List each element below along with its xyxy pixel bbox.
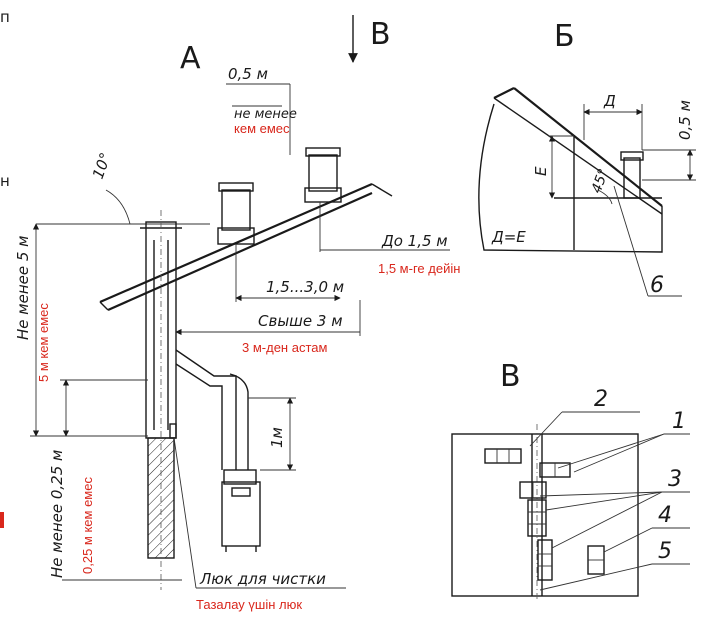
- label-range-15-30: 1,5...3,0 м: [266, 278, 344, 296]
- dim-up-to-15: [319, 202, 450, 252]
- callout-5: 5: [658, 539, 672, 564]
- label-half-meter: 0,5 м: [228, 65, 268, 83]
- angle-arc-45: [597, 189, 613, 205]
- callout-3: 3: [668, 467, 682, 492]
- chimney-b: [620, 151, 644, 199]
- left-edge-text-1: п: [0, 8, 10, 26]
- roof-chimney-left: [217, 182, 255, 245]
- callout-2: 2: [594, 387, 608, 412]
- label-up-to-15: До 1,5 м: [381, 232, 448, 250]
- view-label-v: В: [500, 359, 521, 394]
- label-not-less-025-kz: 0,25 м кем емес: [80, 477, 95, 574]
- left-edge-red-mark: [0, 512, 4, 528]
- callout-4: 4: [658, 503, 672, 528]
- dim-not-less-5: [30, 223, 148, 437]
- dim-d: [583, 104, 643, 150]
- label-d: Д: [603, 92, 616, 110]
- view-label-b: Б: [554, 19, 575, 54]
- dim-range-15-30: [235, 244, 341, 302]
- roof-a: [99, 182, 393, 312]
- dim-e: [548, 135, 574, 199]
- leader-6: [613, 185, 649, 297]
- label-cleaning-hatch: Люк для чистки: [199, 570, 326, 588]
- view-direction-label: В: [370, 17, 391, 52]
- label-d-eq-e: Д=Е: [491, 228, 526, 246]
- label-half-meter-b: 0,5 м: [676, 100, 694, 140]
- dim-above-3: [175, 300, 361, 336]
- left-edge-text-2: н: [0, 172, 10, 190]
- callout-1: 1: [672, 409, 686, 434]
- label-kem-emes: кем емес: [234, 121, 290, 136]
- label-not-less-5-kz: 5 м кем емес: [36, 303, 51, 382]
- label-not-less: не менее: [234, 107, 297, 122]
- label-angle-10: 10°: [89, 150, 115, 181]
- view-label-a: А: [180, 41, 201, 76]
- callout-6: 6: [650, 273, 664, 298]
- dim-half-meter-b: [642, 149, 696, 181]
- flue-pipe: [175, 349, 257, 485]
- angle-arc-10: [105, 189, 131, 225]
- label-e: Е: [532, 166, 550, 176]
- label-angle-45: 45°: [589, 167, 613, 196]
- main-chimney: [140, 221, 182, 559]
- plan-leaders: [529, 411, 690, 591]
- plan-chimneys: [484, 448, 605, 581]
- roof-b: [478, 87, 663, 253]
- label-cleaning-hatch-kz: Тазалау үшін люк: [196, 597, 302, 612]
- label-above-3-kz: 3 м-ден астам: [242, 340, 327, 355]
- roof-chimney-right: [304, 147, 342, 203]
- dim-half-meter: [226, 83, 291, 155]
- dim-not-less-025: [60, 379, 182, 581]
- cleaning-hatch: [169, 423, 346, 589]
- dim-one-meter: [248, 397, 296, 471]
- label-not-less-5: Не менее 5 м: [14, 236, 32, 340]
- label-not-less-025: Не менее 0,25 м: [48, 450, 66, 578]
- label-up-to-15-kz: 1,5 м-ге дейін: [378, 261, 460, 276]
- label-above-3: Свыше 3 м: [258, 312, 343, 330]
- boiler: [221, 481, 261, 552]
- label-one-meter: 1м: [268, 427, 286, 448]
